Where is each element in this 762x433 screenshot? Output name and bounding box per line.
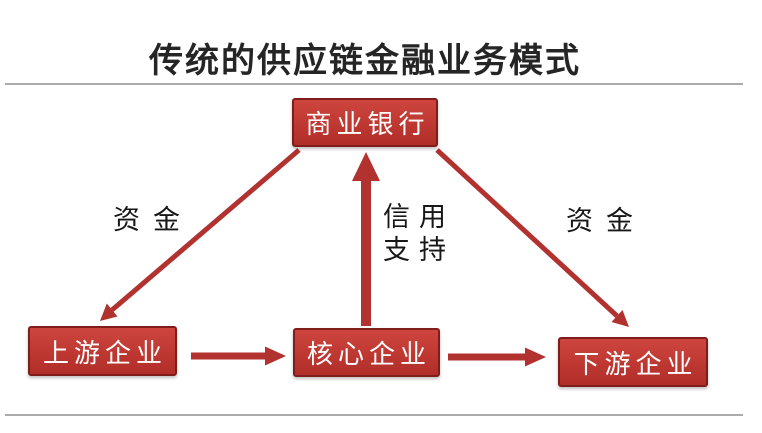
- arrow-bank-to-downstream: [435, 148, 629, 327]
- top-divider-line: [5, 83, 743, 85]
- node-core-enterprise: 核心企业: [293, 328, 440, 377]
- arrow-upstream-to-core: [191, 346, 286, 366]
- arrow-core-to-bank: [352, 152, 380, 326]
- edge-label-credit-line1: 信用: [383, 202, 455, 232]
- node-upstream-enterprise: 上游企业: [28, 326, 177, 376]
- bottom-divider-line: [5, 414, 743, 416]
- edge-label-funds-right: 资金: [566, 206, 646, 236]
- page-title: 传统的供应链金融业务模式: [149, 41, 581, 80]
- edge-label-funds-left: 资金: [113, 205, 193, 235]
- node-downstream-enterprise: 下游企业: [558, 337, 708, 387]
- node-commercial-bank: 商业银行: [292, 98, 438, 147]
- edge-label-credit-line2: 支持: [383, 235, 455, 265]
- arrow-core-to-downstream: [448, 347, 546, 367]
- edge-label-credit-support: 信用 支持: [383, 201, 455, 267]
